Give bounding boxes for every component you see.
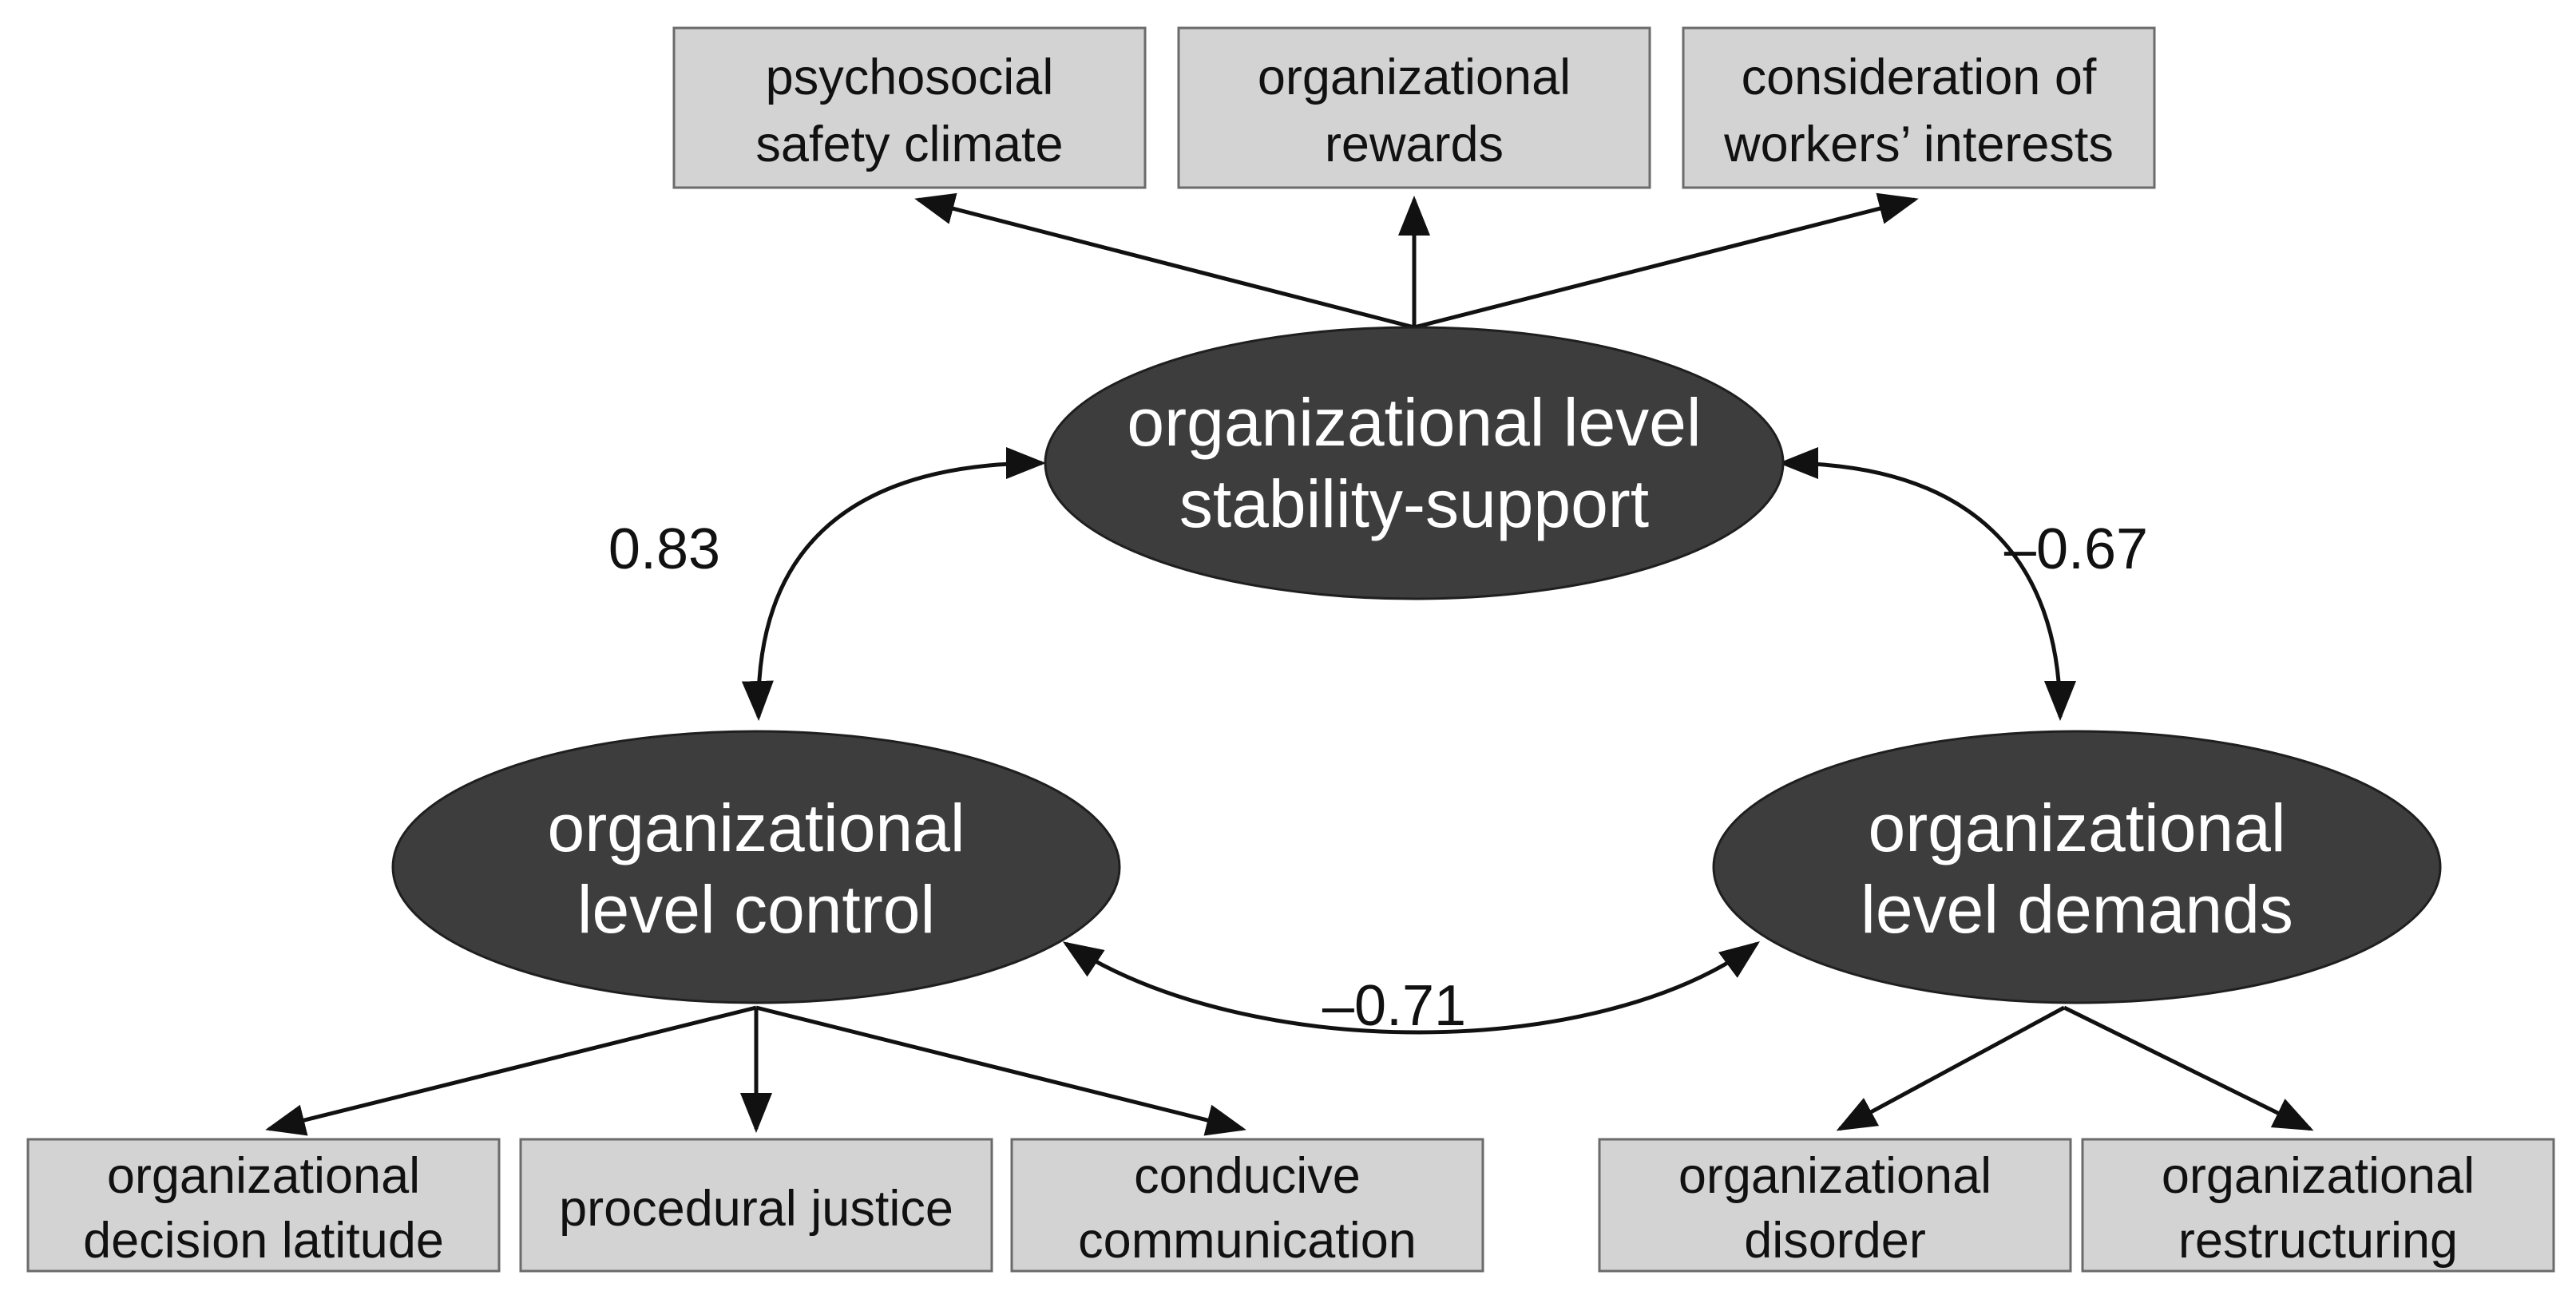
indicator-label-line1: consideration of: [1742, 50, 2097, 105]
indicator-label-line1: psychosocial: [766, 50, 1054, 105]
indicator-organizational-disorder: organizational disorder: [1598, 1138, 2072, 1273]
support-loadings: [914, 192, 1919, 330]
indicator-label-line1: organizational: [107, 1148, 420, 1204]
latent-stability-support-line1: organizational level: [1127, 385, 1701, 460]
demands-loadings: [1836, 1005, 2314, 1131]
arrow-demands-to-disorder: [1836, 1005, 2066, 1131]
indicator-label-line1: conducive: [1134, 1148, 1361, 1204]
indicator-label-line2: rewards: [1325, 117, 1504, 172]
indicator-label-line2: decision latitude: [83, 1213, 444, 1269]
correlation-label-support-demands: –0.67: [2004, 517, 2148, 581]
arrow-demands-to-restructuring: [2063, 1005, 2314, 1131]
control-loadings: [265, 1005, 1246, 1136]
indicator-label-line2: safety climate: [755, 117, 1063, 172]
arrow-support-to-safety-climate: [914, 192, 1415, 330]
indicator-organizational-restructuring: organizational restructuring: [2081, 1138, 2555, 1273]
indicator-psychosocial-safety-climate: psychosocial safety climate: [672, 26, 1147, 189]
correlation-label-control-demands: –0.71: [1322, 974, 1466, 1038]
indicator-label-line2: workers’ interests: [1723, 117, 2114, 172]
correlation-support-control: [741, 447, 1046, 721]
indicator-label-line1: organizational: [2162, 1148, 2475, 1204]
latent-demands: organizational level demands: [1712, 730, 2442, 1004]
indicator-label-line2: disorder: [1744, 1213, 1926, 1269]
latent-stability-support: organizational level stability-support: [1044, 326, 1785, 600]
indicator-label-line2: restructuring: [2178, 1213, 2458, 1269]
indicator-procedural-justice: procedural justice: [519, 1138, 993, 1273]
correlation-label-support-control: 0.83: [608, 517, 720, 581]
indicator-label-line1: procedural justice: [559, 1181, 953, 1237]
arrow-control-to-decision-latitude: [265, 1005, 757, 1136]
indicator-organizational-decision-latitude: organizational decision latitude: [26, 1138, 501, 1273]
latent-control-line2: level control: [577, 872, 935, 947]
latent-control-line1: organizational: [547, 790, 965, 865]
latent-demands-line2: level demands: [1861, 872, 2293, 947]
indicator-label-line1: organizational: [1258, 50, 1571, 105]
latent-demands-line1: organizational: [1868, 790, 2285, 865]
indicator-conducive-communication: conducive communication: [1010, 1138, 1484, 1273]
indicator-organizational-rewards: organizational rewards: [1177, 26, 1651, 189]
indicator-label-line2: communication: [1078, 1213, 1417, 1269]
indicator-consideration-of-workers-interests: consideration of workers’ interests: [1682, 26, 2156, 189]
arrow-support-to-workers-interests: [1413, 192, 1919, 330]
correlation-control-demands: [1062, 941, 1761, 1035]
latent-stability-support-line2: stability-support: [1179, 466, 1649, 541]
indicator-label-line1: organizational: [1678, 1148, 1991, 1204]
latent-control: organizational level control: [391, 730, 1121, 1004]
arrow-control-to-communication: [755, 1005, 1246, 1136]
correlation-support-demands: [1778, 447, 2076, 721]
